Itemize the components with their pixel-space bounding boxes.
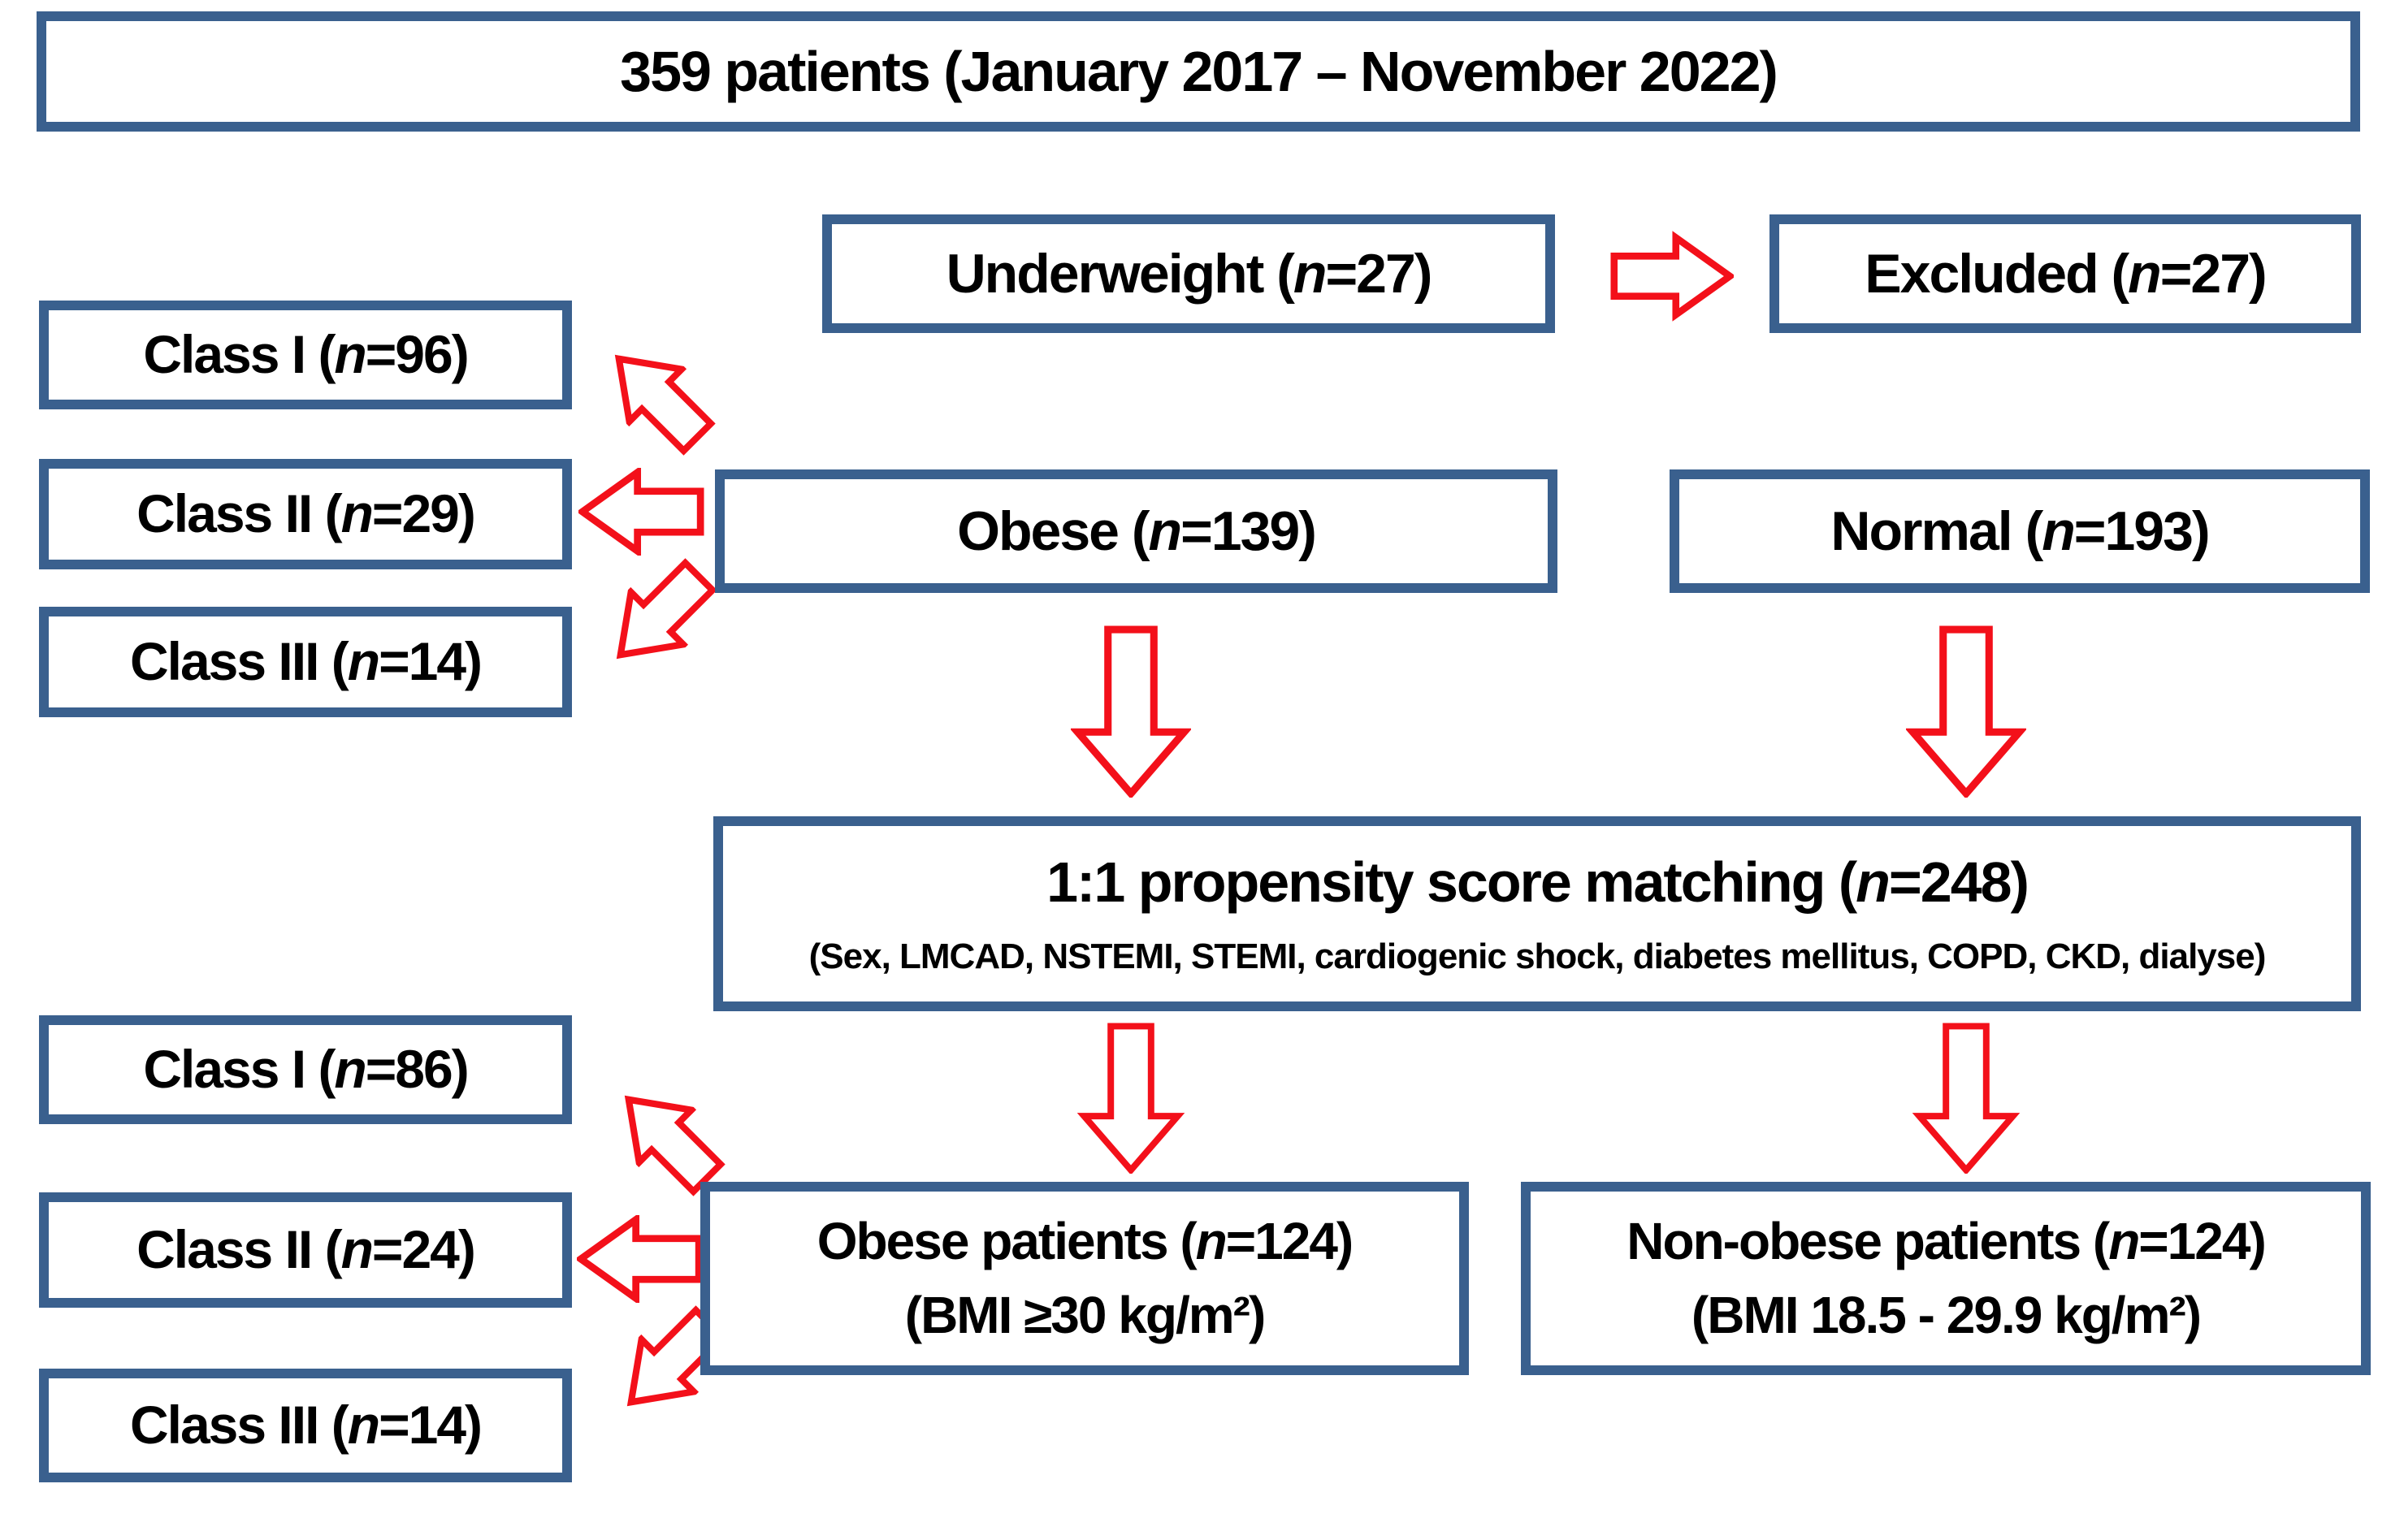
class2-postmatch-label: Class II (n=24) [136, 1219, 476, 1280]
box-class2-postmatch: Class II (n=24) [39, 1192, 572, 1308]
box-obese-patients: Obese patients (n=124) (BMI ≥30 kg/m²) [700, 1182, 1469, 1375]
box-class1-prematch: Class I (n=96) [39, 301, 572, 409]
matching-title: 1:1 propensity score matching (n=248) [1046, 850, 2029, 915]
arrow-down-icon [1071, 625, 1191, 798]
class1-prematch-label: Class I (n=96) [143, 324, 469, 385]
matching-covariates: (Sex, LMCAD, NSTEMI, STEMI, cardiogenic … [808, 936, 2267, 976]
box-obese: Obese (n=139) [715, 469, 1557, 593]
arrow-down-left-icon [626, 1305, 728, 1407]
box-total-patients: 359 patients (January 2017 – November 20… [37, 11, 2360, 132]
underweight-label: Underweight (n=27) [946, 242, 1433, 305]
box-propensity-matching: 1:1 propensity score matching (n=248) (S… [713, 816, 2361, 1011]
box-class3-postmatch: Class III (n=14) [39, 1369, 572, 1482]
obese-label: Obese (n=139) [957, 500, 1317, 562]
non-obese-patients-line1: Non-obese patients (n=124) [1626, 1212, 2267, 1271]
class3-postmatch-label: Class III (n=14) [129, 1395, 483, 1456]
class3-prematch-label: Class III (n=14) [129, 631, 483, 692]
obese-patients-line2: (BMI ≥30 kg/m²) [904, 1286, 1266, 1344]
class2-prematch-label: Class II (n=29) [136, 483, 476, 544]
arrow-down-left-icon [616, 558, 717, 660]
box-underweight: Underweight (n=27) [822, 214, 1555, 333]
total-patients-label: 359 patients (January 2017 – November 20… [620, 39, 1778, 103]
box-non-obese-patients: Non-obese patients (n=124) (BMI 18.5 - 2… [1521, 1182, 2371, 1375]
box-class1-postmatch: Class I (n=86) [39, 1015, 572, 1124]
box-class3-prematch: Class III (n=14) [39, 607, 572, 717]
arrow-right-icon [1610, 231, 1734, 322]
arrow-up-left-icon [624, 1095, 726, 1196]
arrow-down-icon [1076, 1023, 1185, 1174]
arrow-left-icon [577, 1215, 703, 1303]
arrow-down-icon [1906, 625, 2026, 798]
box-normal: Normal (n=193) [1670, 469, 2370, 593]
normal-label: Normal (n=193) [1830, 500, 2210, 562]
class1-postmatch-label: Class I (n=86) [143, 1039, 469, 1100]
arrow-left-icon [578, 468, 704, 556]
obese-patients-line1: Obese patients (n=124) [816, 1212, 1354, 1271]
excluded-label: Excluded (n=27) [1865, 242, 2267, 305]
arrow-up-left-icon [614, 354, 716, 456]
non-obese-patients-line2: (BMI 18.5 - 29.9 kg/m²) [1691, 1286, 2202, 1344]
box-class2-prematch: Class II (n=29) [39, 459, 572, 569]
arrow-down-icon [1912, 1023, 2021, 1174]
box-excluded: Excluded (n=27) [1769, 214, 2361, 333]
